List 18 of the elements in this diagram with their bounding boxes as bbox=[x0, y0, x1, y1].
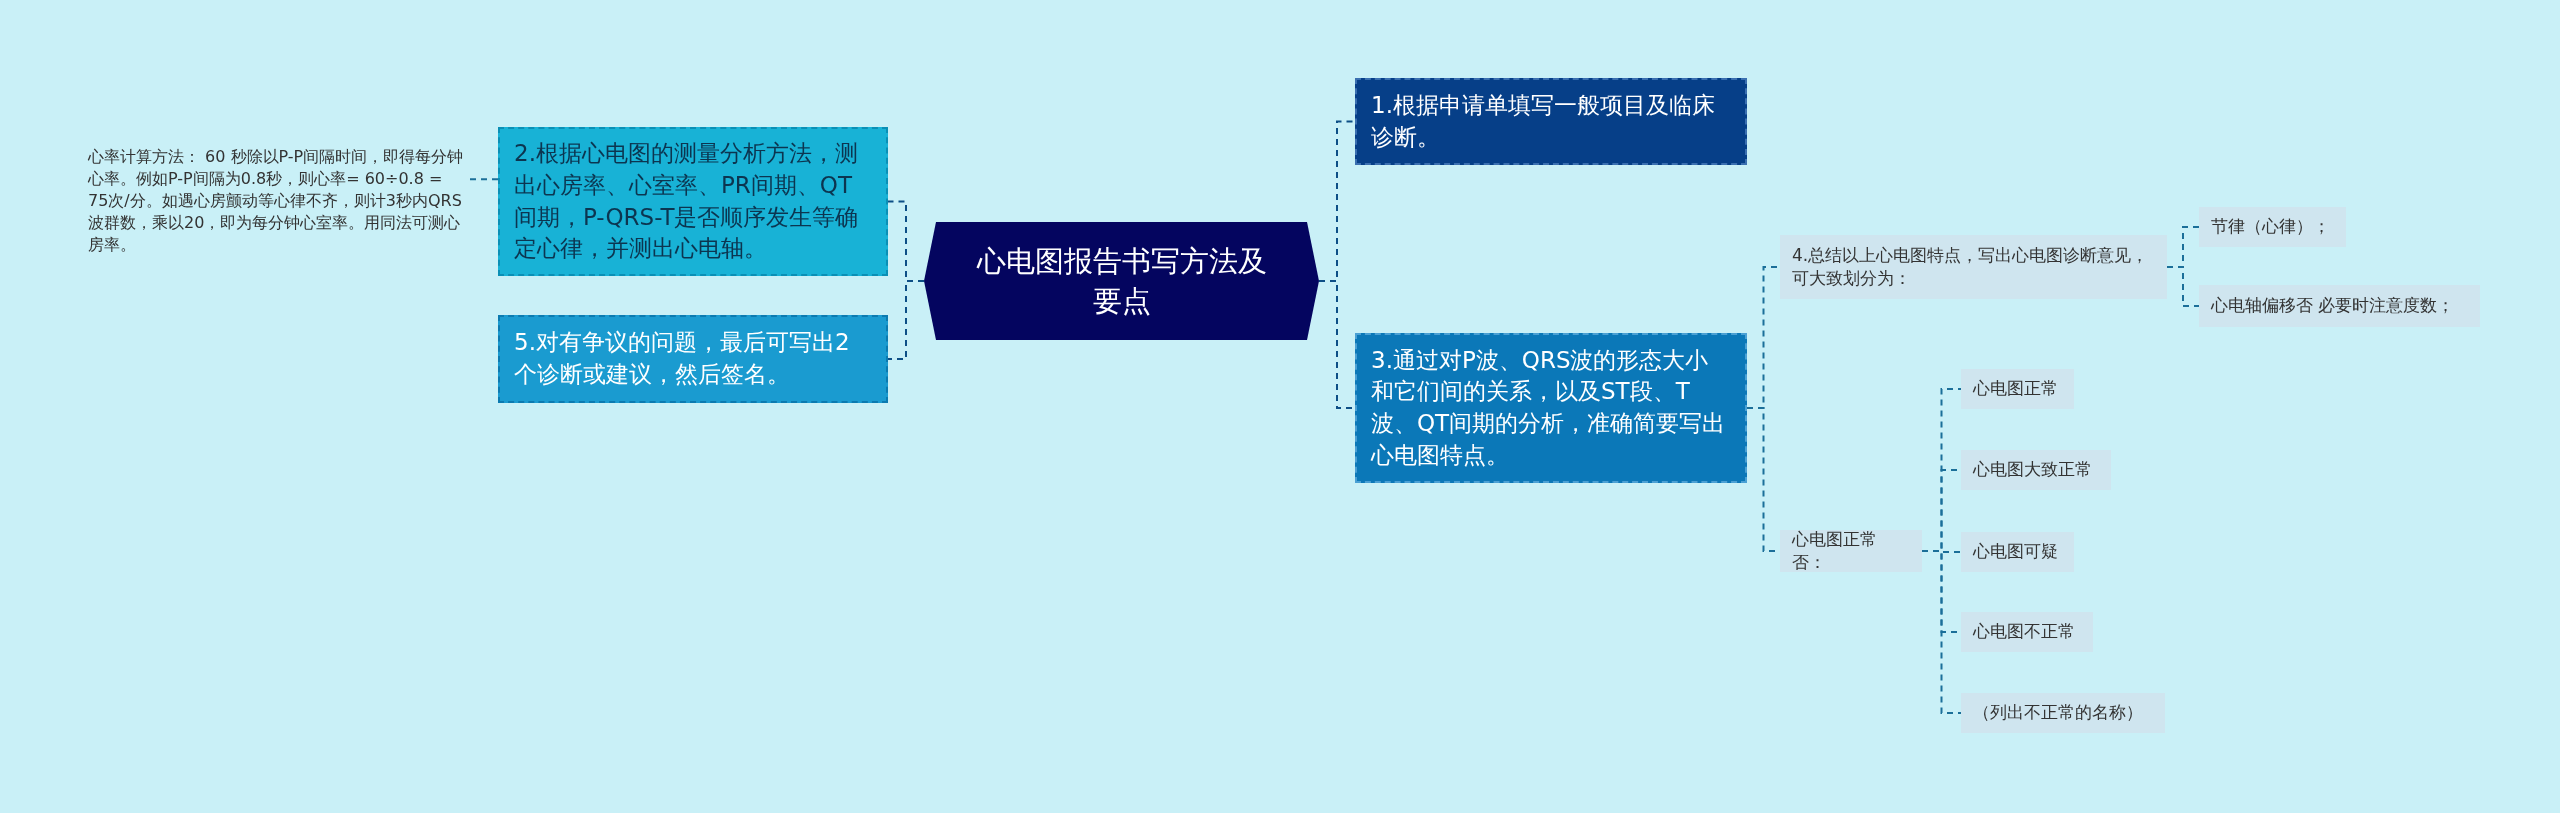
topic-box: 3.通过对P波、QRS波的形态大小和它们间的关系，以及ST段、T波、QT间期的分析，准确简要写出心电图特点。 bbox=[1355, 333, 1747, 483]
subtopic-box: 心电图大致正常 bbox=[1961, 450, 2111, 490]
subtopic-box: 心电图可疑 bbox=[1961, 532, 2074, 572]
connector bbox=[887, 280, 925, 360]
topic-box: 1.根据申请单填写一般项目及临床诊断。 bbox=[1355, 78, 1747, 165]
connector bbox=[2166, 266, 2200, 307]
subtopic-box: 心电图不正常 bbox=[1961, 612, 2093, 652]
subtopic-box: 节律（心律）； bbox=[2199, 207, 2346, 247]
subtopic-box: 4.总结以上心电图特点，写出心电图诊断意见，可大致划分为： bbox=[1780, 235, 2167, 299]
topic-box: 5.对有争议的问题，最后可写出2个诊断或建议，然后签名。 bbox=[498, 315, 888, 403]
connector bbox=[1921, 550, 1962, 714]
topic-hexagon: 心电图报告书写方法及要点 bbox=[924, 222, 1319, 340]
note-text: 心率计算方法： 60 秒除以P-P间隔时间，即得每分钟心率。例如P-P间隔为0.8秒，则心率= 60÷0.8 = 75次/分。如遇心房颤动等心律不齐，则计3秒内QRS波群数，乘以20，即为每分钟心室率。用同法可测心房率。 bbox=[88, 140, 465, 262]
subtopic-box: （列出不正常的名称） bbox=[1961, 693, 2165, 733]
subtopic-box: 心电图正常 bbox=[1961, 369, 2074, 409]
subtopic-box: 心电图正常否： bbox=[1780, 530, 1922, 572]
topic-box: 2.根据心电图的测量分析方法，测出心房率、心室率、PR间期、QT间期，P-QRS-T是否顺序发生等确定心律，并测出心电轴。 bbox=[498, 127, 888, 276]
subtopic-box: 心电轴偏移否 必要时注意度数； bbox=[2199, 285, 2480, 327]
